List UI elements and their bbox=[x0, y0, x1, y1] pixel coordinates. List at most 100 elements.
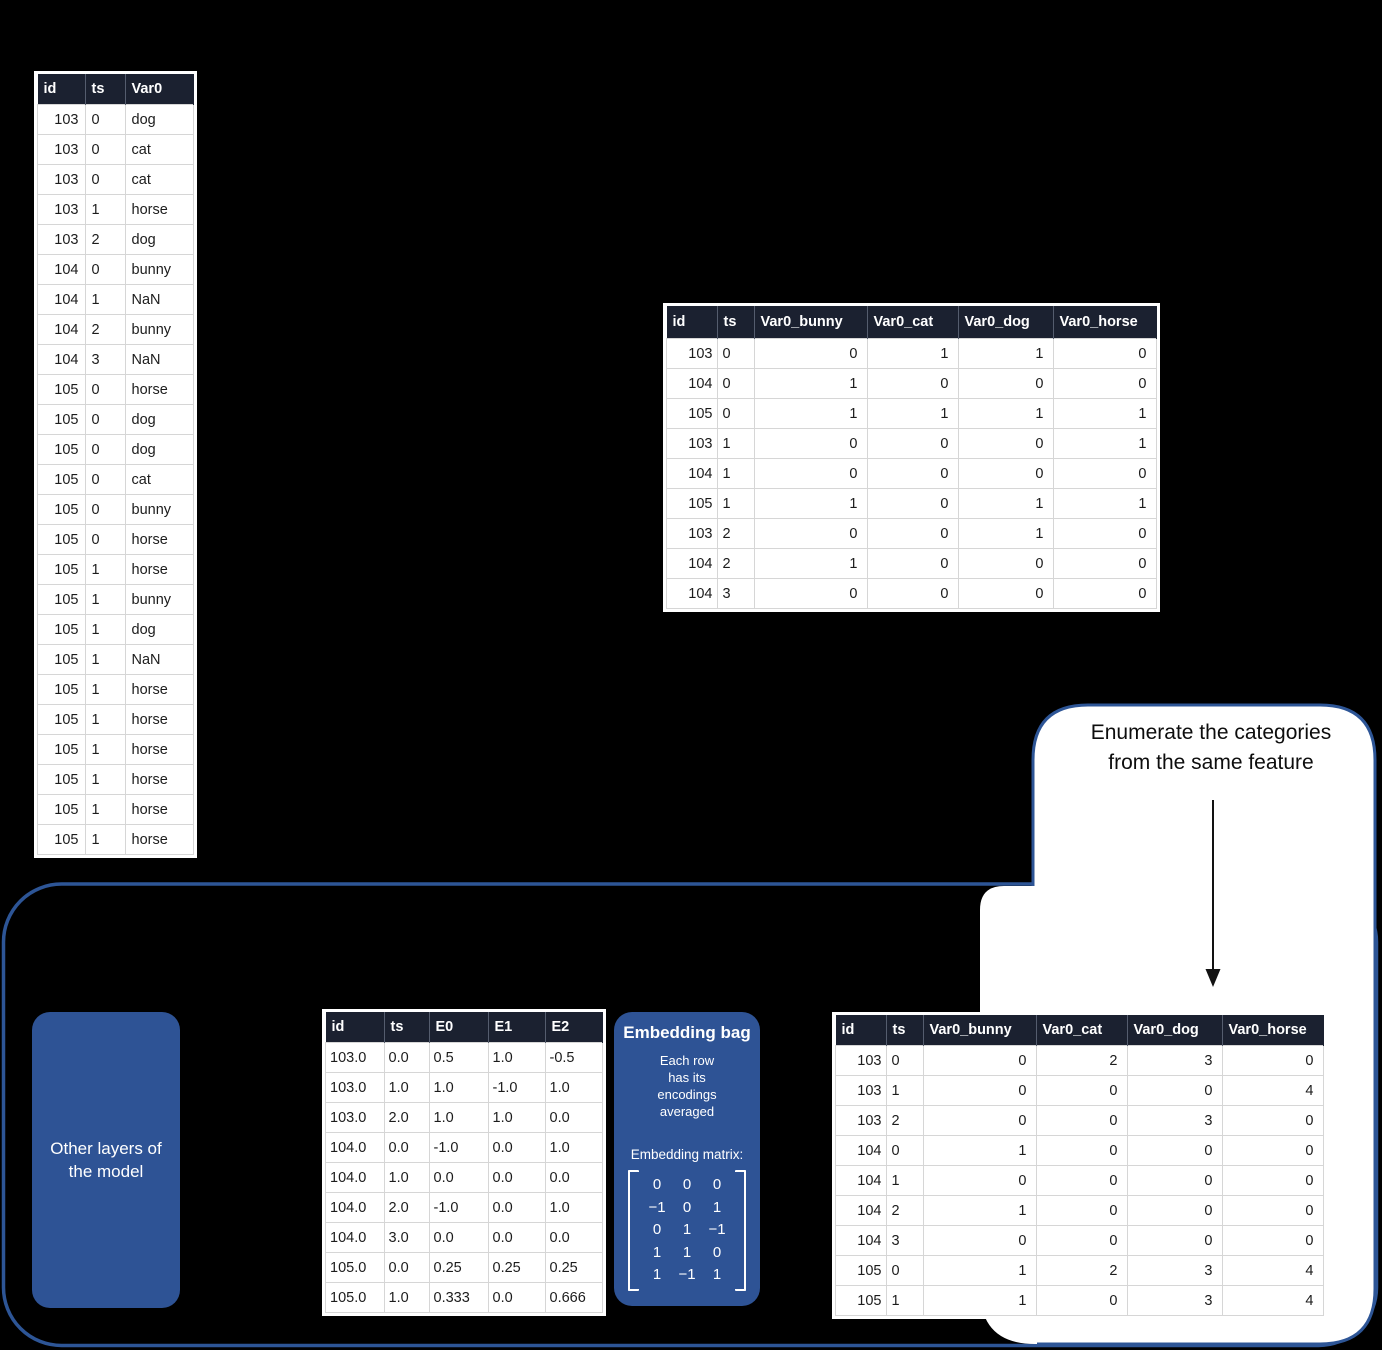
matrix-right-bracket bbox=[735, 1170, 746, 1291]
table-cell: 105.0 bbox=[325, 1252, 385, 1283]
matrix-value: −1 bbox=[678, 1266, 696, 1283]
table-cell: 0 bbox=[1035, 1195, 1128, 1226]
table-cell: horse bbox=[124, 824, 194, 855]
table-cell: 3 bbox=[1126, 1255, 1223, 1286]
table-cell: 1 bbox=[84, 554, 126, 585]
column-header: E2 bbox=[545, 1012, 603, 1043]
table-cell: 1 bbox=[957, 488, 1054, 519]
table-cell: 0 bbox=[1221, 1195, 1324, 1226]
text-line: from the same feature bbox=[1108, 751, 1314, 774]
table-cell: 0.0 bbox=[544, 1162, 603, 1193]
column-header: Var0_dog bbox=[1127, 1015, 1223, 1046]
table-cell: 2 bbox=[1035, 1045, 1128, 1076]
table-cell: 0 bbox=[1126, 1225, 1223, 1256]
table-cell: 0 bbox=[84, 134, 126, 165]
table-cell: cat bbox=[124, 464, 194, 495]
table-cell: 0 bbox=[885, 1135, 924, 1166]
table-cell: 1 bbox=[84, 704, 126, 735]
table-cell: 1.0 bbox=[383, 1072, 430, 1103]
matrix-value: 1 bbox=[652, 1243, 662, 1261]
matrix-value: 0 bbox=[652, 1176, 662, 1193]
table-cell: 0 bbox=[84, 434, 126, 465]
table-cell: 0 bbox=[753, 428, 868, 459]
table-cell: 104 bbox=[37, 254, 86, 285]
table-cell: 2.0 bbox=[383, 1192, 430, 1223]
table-cell: 3 bbox=[885, 1225, 924, 1256]
table-cell: 3 bbox=[1126, 1105, 1223, 1136]
table-cell: 1.0 bbox=[544, 1192, 603, 1223]
table-cell: horse bbox=[124, 734, 194, 765]
column-header: Var0_dog bbox=[958, 306, 1054, 339]
table-cell: 105 bbox=[37, 524, 86, 555]
column-header: Var0_cat bbox=[867, 306, 959, 339]
table-cell: 1.0 bbox=[487, 1042, 546, 1073]
table-cell: 104 bbox=[835, 1225, 887, 1256]
table-cell: 105 bbox=[666, 488, 718, 519]
table-cell: 0.0 bbox=[487, 1132, 546, 1163]
matrix-value: 1 bbox=[682, 1243, 692, 1261]
table-cell: 0.25 bbox=[428, 1252, 489, 1283]
table-cell: 104 bbox=[37, 344, 86, 375]
table-cell: 0.0 bbox=[487, 1192, 546, 1223]
table-cell: 2 bbox=[1035, 1255, 1128, 1286]
column-header: Var0_bunny bbox=[923, 1015, 1037, 1046]
matrix-value: 1 bbox=[652, 1266, 662, 1283]
table-cell: 1 bbox=[1052, 398, 1157, 429]
table-cell: 103 bbox=[666, 518, 718, 549]
table-cell: 0.0 bbox=[487, 1162, 546, 1193]
table-cell: 105 bbox=[37, 554, 86, 585]
table-cell: 104 bbox=[835, 1135, 887, 1166]
table-cell: 0 bbox=[84, 494, 126, 525]
table-cell: 0 bbox=[1035, 1075, 1128, 1106]
matrix-value: 1 bbox=[712, 1266, 722, 1283]
table-cell: 103 bbox=[37, 194, 86, 225]
table-cell: 0 bbox=[866, 488, 959, 519]
table-cell: horse bbox=[124, 374, 194, 405]
table-cell: 0 bbox=[753, 578, 868, 609]
table-cell: 0 bbox=[957, 458, 1054, 489]
table-cell: 1.0 bbox=[487, 1102, 546, 1133]
table-cell: 105 bbox=[37, 434, 86, 465]
table-cell: 1.0 bbox=[428, 1072, 489, 1103]
table-cell: 0 bbox=[716, 368, 755, 399]
table-cell: 4 bbox=[1221, 1075, 1324, 1106]
table-cell: 103.0 bbox=[325, 1042, 385, 1073]
table-cell: 103 bbox=[37, 134, 86, 165]
table-cell: 0.0 bbox=[383, 1252, 430, 1283]
table-cell: 4 bbox=[1221, 1255, 1324, 1286]
table-cell: 1 bbox=[753, 368, 868, 399]
table-cell: 0.0 bbox=[428, 1222, 489, 1253]
table-cell: 0 bbox=[885, 1045, 924, 1076]
table-cell: 0 bbox=[1052, 578, 1157, 609]
table-cell: 0 bbox=[84, 254, 126, 285]
table-cell: 1 bbox=[957, 398, 1054, 429]
table-cell: 105 bbox=[666, 398, 718, 429]
table-cell: 3 bbox=[1126, 1285, 1223, 1316]
table-cell: -1.0 bbox=[428, 1132, 489, 1163]
table-cell: 0 bbox=[1221, 1045, 1324, 1076]
table-cell: 1 bbox=[84, 194, 126, 225]
table-cell: 1 bbox=[84, 644, 126, 675]
